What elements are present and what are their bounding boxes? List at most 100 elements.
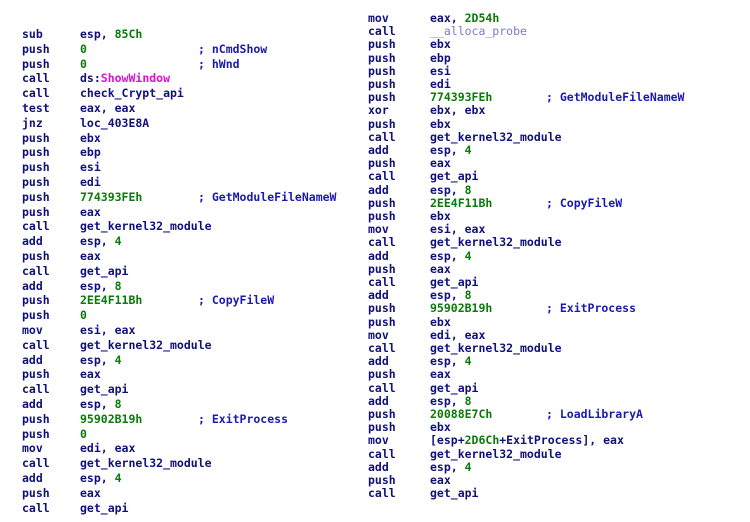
operand-token: eax <box>80 249 101 263</box>
operand-token: 95902B19h <box>80 411 143 426</box>
symbol-ref[interactable]: get_api <box>80 263 129 278</box>
operand: edi, eax <box>80 442 135 455</box>
operand-token: 0 <box>80 426 87 441</box>
operand: ebx <box>430 116 451 131</box>
mnemonic: call <box>368 275 396 289</box>
symbol-ref[interactable]: check_Crypt_api <box>80 86 184 101</box>
mnemonic: call <box>368 129 396 144</box>
operand-token: ebx <box>430 420 451 435</box>
operand: edi <box>80 176 101 189</box>
operand-token: 8 <box>464 288 472 303</box>
operand: check_Crypt_api <box>80 87 184 100</box>
mnemonic: add <box>22 234 43 249</box>
mnemonic: push <box>368 90 396 105</box>
mnemonic: call <box>22 219 50 234</box>
symbol-ref[interactable]: get_kernel32_module <box>80 456 212 471</box>
operand: get_kernel32_module <box>80 337 212 352</box>
operand-token: ebx <box>430 314 451 329</box>
operand: esp, 4 <box>80 472 122 485</box>
mnemonic: push <box>22 411 50 426</box>
operand-token: ebx <box>430 209 451 223</box>
symbol-ref[interactable]: loc_403E8A <box>80 115 150 130</box>
operand-token: 4 <box>114 352 122 367</box>
mnemonic: push <box>368 420 396 435</box>
api-name[interactable]: ShowWindow <box>100 71 171 86</box>
mnemonic: call <box>22 456 50 471</box>
operand: 774393FEh <box>430 91 492 104</box>
mnemonic: push <box>368 209 396 223</box>
symbol-ref[interactable]: get_kernel32_module <box>430 341 562 355</box>
operand: loc_403E8A <box>80 115 150 130</box>
symbol-ref[interactable]: get_kernel32_module <box>430 129 562 144</box>
comment: ; hWnd <box>198 56 240 71</box>
mnemonic: add <box>368 248 389 263</box>
operand-token: 8 <box>114 397 122 411</box>
mnemonic: push <box>368 116 396 131</box>
operand: ebx <box>80 130 101 145</box>
operand-token: 20088E7Ch <box>430 407 493 421</box>
symbol-ref[interactable]: get_api <box>430 275 479 289</box>
mnemonic: push <box>368 37 396 52</box>
operand-token: ebx, ebx <box>430 103 486 118</box>
operand: esp, 4 <box>430 460 472 474</box>
mnemonic: test <box>22 101 50 115</box>
operand-token: esp, <box>430 354 465 369</box>
operand-token: 0 <box>80 56 87 71</box>
operand: eax <box>430 474 451 487</box>
mnemonic: push <box>22 145 50 160</box>
mnemonic: jnz <box>22 115 43 130</box>
mnemonic: mov <box>22 441 43 456</box>
symbol-ref[interactable]: get_api <box>430 486 479 501</box>
mnemonic: push <box>368 407 396 421</box>
operand-token: 2EE4F11Bh <box>80 293 143 308</box>
operand: esp, 4 <box>80 352 122 367</box>
operand-token: 8 <box>464 182 472 197</box>
operand: esp, 4 <box>80 235 122 248</box>
operand: esi, eax <box>430 223 485 236</box>
comment: ; nCmdShow <box>198 41 268 56</box>
mnemonic: push <box>22 308 50 323</box>
symbol-ref[interactable]: get_api <box>430 380 479 395</box>
operand: get_kernel32_module <box>80 220 212 233</box>
symbol-ref[interactable]: get_kernel32_module <box>80 337 212 352</box>
mnemonic: push <box>368 63 396 78</box>
mnemonic: push <box>368 301 396 316</box>
operand: esi <box>430 64 451 78</box>
symbol-ref[interactable]: get_kernel32_module <box>430 235 562 250</box>
operand-token: ebx <box>80 130 101 145</box>
operand: esp, 8 <box>430 289 472 302</box>
operand-token: ebx <box>430 37 451 52</box>
operand-token: 774393FEh <box>80 189 143 204</box>
mnemonic: call <box>22 337 50 352</box>
mnemonic: push <box>368 314 396 329</box>
operand: esp, 4 <box>430 355 472 368</box>
operand-token: eax, eax <box>80 101 136 115</box>
operand-token: esp, <box>80 27 115 41</box>
mnemonic: call <box>368 169 396 184</box>
operand: 2EE4F11Bh <box>430 196 492 210</box>
symbol-ref[interactable]: get_api <box>80 500 129 515</box>
mnemonic: call <box>368 486 396 501</box>
operand-token: 774393FEh <box>430 90 493 105</box>
operand-token: 4 <box>464 248 472 263</box>
mnemonic: push <box>22 189 50 204</box>
operand-token: ebp <box>80 145 101 160</box>
mnemonic: call <box>368 235 396 250</box>
symbol-ref[interactable]: get_kernel32_module <box>80 219 212 234</box>
operand: 0 <box>80 309 87 322</box>
symbol-ref[interactable]: get_api <box>430 169 479 184</box>
operand-token: eax <box>430 156 451 171</box>
mnemonic: call <box>22 382 50 397</box>
operand: 20088E7Ch <box>430 408 492 421</box>
operand-token: ebx <box>430 116 451 131</box>
operand: 0 <box>80 42 87 56</box>
mnemonic: call <box>368 446 396 461</box>
operand: esp, 8 <box>80 398 122 411</box>
mnemonic: add <box>368 354 389 369</box>
symbol-ref[interactable]: __alloca_probe <box>430 24 527 39</box>
operand-token: edi <box>80 175 101 189</box>
operand: ds:ShowWindow <box>80 72 170 85</box>
operand-token: 4 <box>464 354 472 369</box>
symbol-ref[interactable]: get_kernel32_module <box>430 446 562 461</box>
symbol-ref[interactable]: get_api <box>80 382 129 397</box>
